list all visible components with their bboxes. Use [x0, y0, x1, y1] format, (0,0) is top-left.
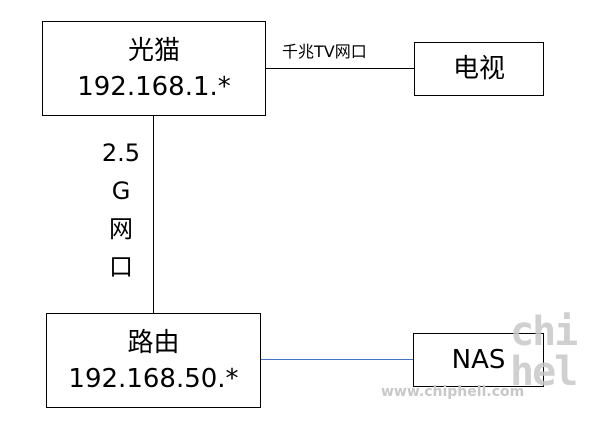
watermark-url: www.chiphell.com: [381, 384, 525, 400]
tv-node: 电视: [414, 42, 544, 96]
nas-node: NAS: [413, 333, 544, 387]
label-part: G: [111, 177, 131, 205]
label-part: 口: [109, 253, 133, 281]
modem-ip: 192.168.1.*: [77, 71, 231, 102]
tv-name: 电视: [452, 54, 505, 84]
modem-name: 光猫: [127, 35, 180, 66]
modem-tv-link: [265, 68, 414, 69]
router-name: 路由: [127, 327, 180, 358]
modem-router-link: [153, 115, 154, 313]
modem-tv-link-label: 千兆TV网口: [282, 42, 367, 61]
label-part: 2.5: [101, 139, 141, 167]
label-part: 网: [109, 215, 133, 243]
nas-name: NAS: [451, 345, 506, 375]
router-ip: 192.168.50.*: [68, 363, 239, 394]
watermark-logo: chi hel: [510, 309, 578, 395]
modem-router-link-label: 2.5 G 网 口: [101, 134, 141, 286]
router-nas-link: [260, 359, 413, 360]
router-node: 路由 192.168.50.*: [46, 313, 261, 408]
modem-node: 光猫 192.168.1.*: [42, 21, 266, 116]
